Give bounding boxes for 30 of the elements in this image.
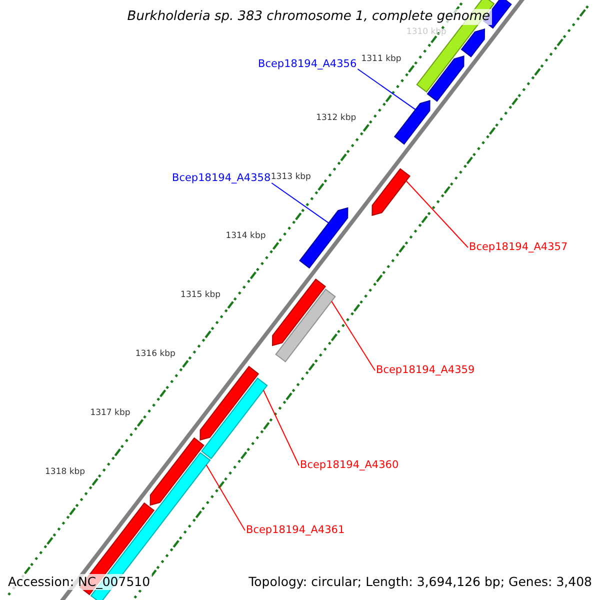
leader-line (271, 182, 330, 224)
gene-feature (394, 100, 430, 145)
genome-summary: Topology: circular; Length: 3,694,126 bp; Genes: 3,408 (246, 574, 594, 590)
gene-feature (460, 28, 485, 58)
gene-label: Bcep18194_A4360 (300, 459, 399, 472)
leader-line (406, 180, 468, 248)
gene-feature (200, 366, 260, 441)
gene-feature (299, 207, 348, 269)
scale-label: 1312 kbp (316, 112, 356, 123)
scale-label: 1313 kbp (270, 172, 311, 182)
gene-label: Bcep18194_A4357 (469, 241, 568, 254)
gene-label: Bcep18194_A4359 (376, 364, 475, 377)
gene-feature (150, 437, 204, 506)
gene-feature (275, 288, 336, 362)
gene-label: Bcep18194_A4356 (258, 58, 357, 71)
leader-line (357, 68, 416, 110)
gene-label: Bcep18194_A4361 (246, 524, 345, 537)
scale-label: 1316 kbp (135, 348, 176, 359)
gene-label: Bcep18194_A4358 (172, 172, 271, 185)
title: Burkholderia sp. 383 chromosome 1, complete genome (125, 9, 492, 25)
scale-label: 1311 kbp (361, 54, 402, 64)
scale-label: 1315 kbp (180, 290, 221, 300)
scale-label: 1314 kbp (226, 230, 266, 241)
gene-feature (372, 168, 410, 216)
gene-feature (272, 278, 326, 346)
scale-label: 1317 kbp (90, 408, 130, 418)
accession-text: Accession: NC_007510 (6, 574, 152, 590)
gene-feature (426, 56, 464, 102)
gene-feature (201, 378, 268, 460)
leader-line (206, 464, 246, 531)
